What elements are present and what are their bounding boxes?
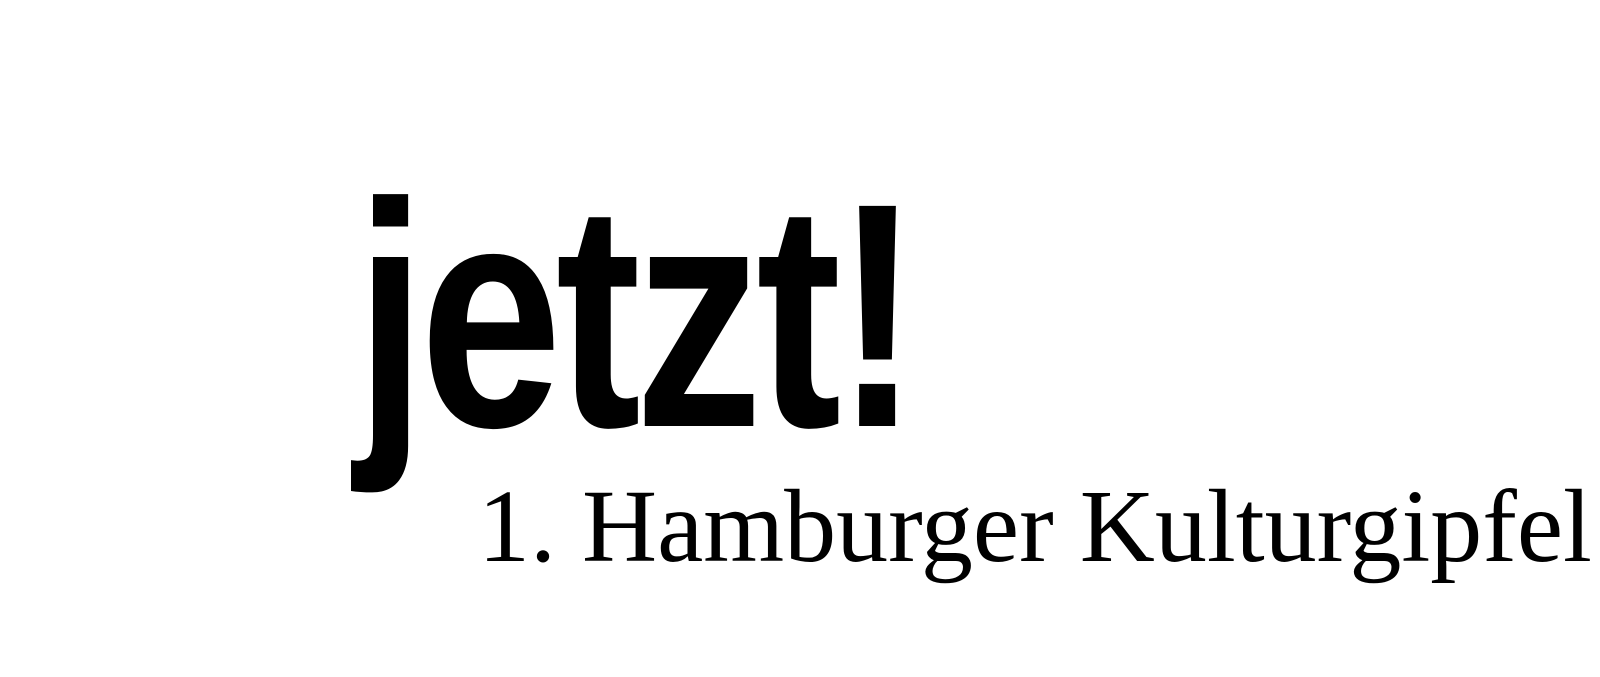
headline-title: jetzt! — [355, 136, 920, 494]
event-subtitle: 1. Hamburger Kulturgipfel — [478, 469, 1592, 584]
